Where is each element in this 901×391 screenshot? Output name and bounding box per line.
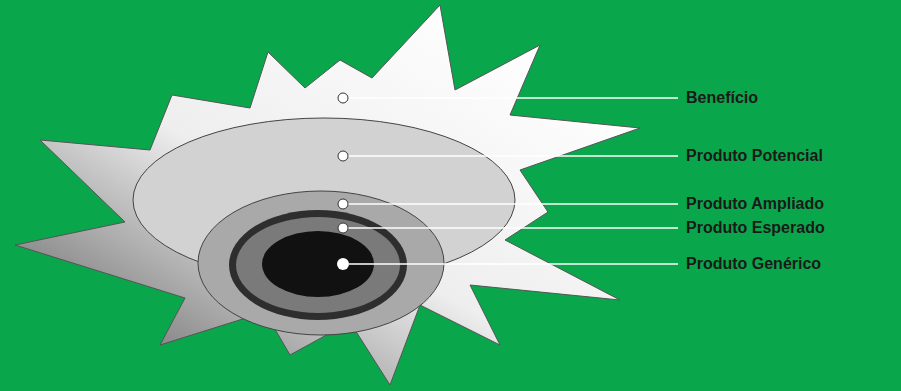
augmented-product-ellipse xyxy=(198,191,444,335)
benefit-starburst xyxy=(15,5,640,385)
level-label: Produto Esperado xyxy=(686,219,825,237)
expected-product-ring xyxy=(229,210,407,320)
level-label: Produto Potencial xyxy=(686,147,823,165)
level-label: Produto Genérico xyxy=(686,255,821,273)
level-label: Produto Ampliado xyxy=(686,195,824,213)
level-label: Benefício xyxy=(686,89,758,107)
leader-lines xyxy=(348,98,678,264)
expected-product-ellipse xyxy=(236,217,400,313)
leader-dots xyxy=(337,93,349,270)
